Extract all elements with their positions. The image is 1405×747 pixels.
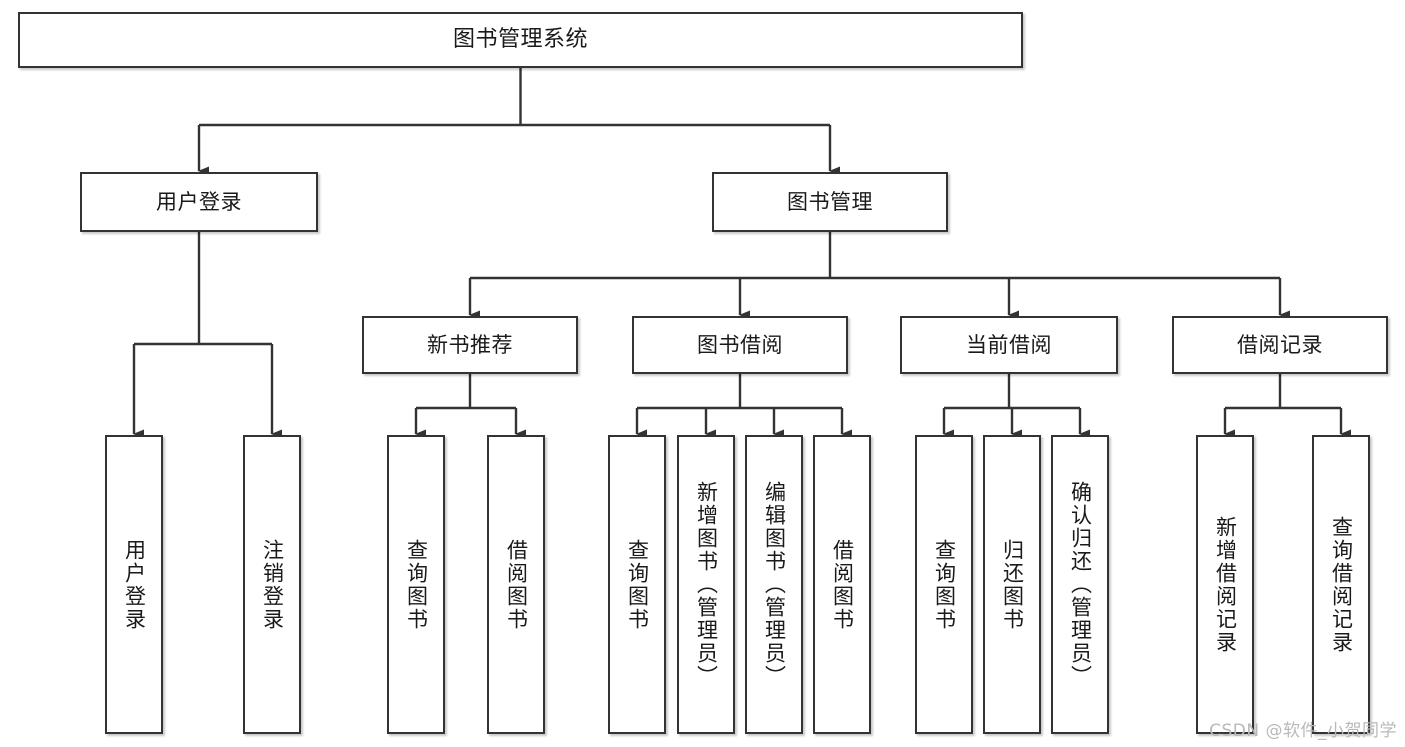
node-label-leaf-cur-3: 确认归还（管理员） xyxy=(1068,481,1093,688)
node-leaf-rec-1[interactable]: 新增借阅记录 xyxy=(1196,435,1254,734)
node-leaf-borrow-1[interactable]: 查询图书 xyxy=(608,435,666,734)
node-label-leaf-cur-1: 查询图书 xyxy=(932,538,957,631)
node-leaf-borrow-4[interactable]: 借阅图书 xyxy=(813,435,871,734)
node-leaf-cur-1[interactable]: 查询图书 xyxy=(915,435,973,734)
node-label-leaf-login-2: 注销登录 xyxy=(260,538,285,631)
node-label-leaf-login-1: 用户登录 xyxy=(122,538,147,631)
node-label-leaf-new-2: 借阅图书 xyxy=(504,538,529,631)
node-leaf-cur-2[interactable]: 归还图书 xyxy=(983,435,1041,734)
node-label-borrow: 图书借阅 xyxy=(697,332,783,357)
node-label-leaf-new-1: 查询图书 xyxy=(404,538,429,631)
node-label-current: 当前借阅 xyxy=(966,332,1052,357)
node-leaf-new-1[interactable]: 查询图书 xyxy=(387,435,445,734)
node-current[interactable]: 当前借阅 xyxy=(900,316,1118,374)
node-label-root: 图书管理系统 xyxy=(452,27,588,53)
node-label-bookmgmt: 图书管理 xyxy=(787,189,873,214)
node-leaf-cur-3[interactable]: 确认归还（管理员） xyxy=(1051,435,1109,734)
node-newbook[interactable]: 新书推荐 xyxy=(362,316,578,374)
node-label-leaf-borrow-4: 借阅图书 xyxy=(830,538,855,631)
node-leaf-rec-2[interactable]: 查询借阅记录 xyxy=(1312,435,1370,734)
node-leaf-login-1[interactable]: 用户登录 xyxy=(105,435,163,734)
connector-group xyxy=(132,68,1351,439)
node-label-leaf-borrow-2: 新增图书（管理员） xyxy=(694,481,719,688)
node-label-leaf-borrow-3: 编辑图书（管理员） xyxy=(762,481,787,688)
node-login[interactable]: 用户登录 xyxy=(80,172,318,232)
node-label-leaf-rec-1: 新增借阅记录 xyxy=(1213,515,1238,654)
node-label-newbook: 新书推荐 xyxy=(427,332,513,357)
node-records[interactable]: 借阅记录 xyxy=(1172,316,1388,374)
node-bookmgmt[interactable]: 图书管理 xyxy=(712,172,948,232)
node-borrow[interactable]: 图书借阅 xyxy=(632,316,848,374)
node-label-leaf-cur-2: 归还图书 xyxy=(1000,538,1025,631)
node-label-leaf-borrow-1: 查询图书 xyxy=(625,538,650,631)
node-label-leaf-rec-2: 查询借阅记录 xyxy=(1329,515,1354,654)
node-label-records: 借阅记录 xyxy=(1237,332,1323,357)
node-label-login: 用户登录 xyxy=(156,189,242,214)
node-leaf-login-2[interactable]: 注销登录 xyxy=(243,435,301,734)
node-leaf-borrow-3[interactable]: 编辑图书（管理员） xyxy=(745,435,803,734)
node-leaf-borrow-2[interactable]: 新增图书（管理员） xyxy=(677,435,735,734)
node-leaf-new-2[interactable]: 借阅图书 xyxy=(487,435,545,734)
node-root[interactable]: 图书管理系统 xyxy=(18,12,1023,68)
